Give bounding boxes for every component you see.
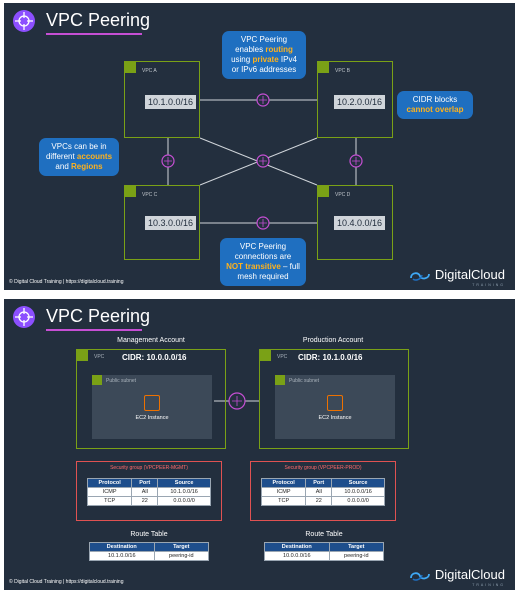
brand-logo: DigitalCloud TRAINING — [409, 267, 505, 287]
vpc-d-label: VPC D — [335, 192, 351, 198]
ec2-chip-icon — [144, 395, 160, 411]
vpc-b-box[interactable]: VPC B 10.2.0.0/16 — [317, 61, 393, 138]
lock-icon — [275, 375, 285, 385]
ec2-instance-label: EC2 Instance — [318, 415, 352, 421]
slide-vpc-peering-overview: VPC Peering VPC A 10.1.0.0/1 — [4, 3, 515, 290]
vpc-d-cidr: 10.4.0.0/16 — [334, 216, 386, 230]
vpc-c-cidr: 10.3.0.0/16 — [145, 216, 197, 230]
security-group-title: Security group (VPCPEER-PROD) — [284, 465, 362, 471]
cloud-icon — [260, 350, 271, 361]
vpc-peering-icon — [13, 306, 35, 328]
callout-not-transitive: VPC Peering connections are NOT transiti… — [220, 238, 306, 286]
peering-connections — [161, 93, 363, 230]
account-label-production: Production Account — [302, 337, 364, 344]
vpc-c-label: VPC C — [142, 192, 158, 198]
vpc-cidr: CIDR: 10.1.0.0/16 — [298, 353, 363, 362]
callout-cidr-overlap: CIDR blocks cannot overlap — [397, 91, 473, 119]
slide-title: VPC Peering — [46, 306, 151, 326]
security-group-title: Security group (VPCPEER-MGMT) — [110, 465, 188, 471]
digitalcloud-logo — [410, 571, 430, 581]
cloud-icon — [77, 350, 88, 361]
callout-accounts-regions: VPCs can be in different accounts and Re… — [39, 138, 119, 176]
vpc-label: VPC — [94, 354, 105, 360]
cloud-icon — [318, 62, 329, 73]
title-underline — [46, 329, 142, 331]
footer-copyright: © Digital Cloud Training | https://digit… — [9, 579, 124, 585]
lock-icon — [92, 375, 102, 385]
cloud-icon — [318, 186, 329, 197]
route-table-title-mgmt: Route Table — [130, 531, 168, 538]
vpc-d-box[interactable]: VPC D 10.4.0.0/16 — [317, 185, 393, 260]
title-underline — [46, 33, 142, 35]
vpc-cidr: CIDR: 10.0.0.0/16 — [122, 353, 187, 362]
brand-logo: DigitalCloud TRAINING — [409, 567, 505, 587]
brand-name: DigitalCloud — [434, 267, 505, 282]
footer-copyright: © Digital Cloud Training | https://digit… — [9, 279, 124, 285]
vpc-a-label: VPC A — [142, 68, 157, 74]
subnet-label: Public subnet — [106, 378, 137, 384]
slide-title: VPC Peering — [46, 10, 151, 30]
route-table-title-prod: Route Table — [305, 531, 343, 538]
vpc-a-cidr: 10.1.0.0/16 — [145, 95, 197, 109]
callout-peering-routing: VPC Peering enables routing using privat… — [222, 31, 306, 79]
peering-link — [214, 392, 259, 410]
brand-subtitle: TRAINING — [472, 283, 505, 287]
digitalcloud-logo — [410, 271, 430, 281]
cloud-icon — [125, 62, 136, 73]
vpc-a-box[interactable]: VPC A 10.1.0.0/16 — [124, 61, 200, 138]
account-label-management: Management Account — [117, 337, 185, 344]
slide-vpc-peering-config: VPC Peering Management Account Productio… — [4, 299, 515, 590]
vpc-label: VPC — [277, 354, 288, 360]
vpc-management[interactable]: VPC CIDR: 10.0.0.0/16 Public subnet EC2 … — [76, 349, 226, 449]
vpc-c-box[interactable]: VPC C 10.3.0.0/16 — [124, 185, 200, 260]
public-subnet[interactable]: Public subnet EC2 Instance — [275, 375, 395, 439]
cloud-icon — [125, 186, 136, 197]
vpc-peering-icon — [13, 10, 35, 32]
subnet-label: Public subnet — [289, 378, 320, 384]
vpc-production[interactable]: VPC CIDR: 10.1.0.0/16 Public subnet EC2 … — [259, 349, 409, 449]
ec2-instance-label: EC2 Instance — [135, 415, 169, 421]
ec2-chip-icon — [327, 395, 343, 411]
brand-name: DigitalCloud — [434, 567, 505, 582]
vpc-b-label: VPC B — [335, 68, 351, 74]
public-subnet[interactable]: Public subnet EC2 Instance — [92, 375, 212, 439]
brand-subtitle: TRAINING — [472, 583, 505, 587]
vpc-b-cidr: 10.2.0.0/16 — [334, 95, 386, 109]
